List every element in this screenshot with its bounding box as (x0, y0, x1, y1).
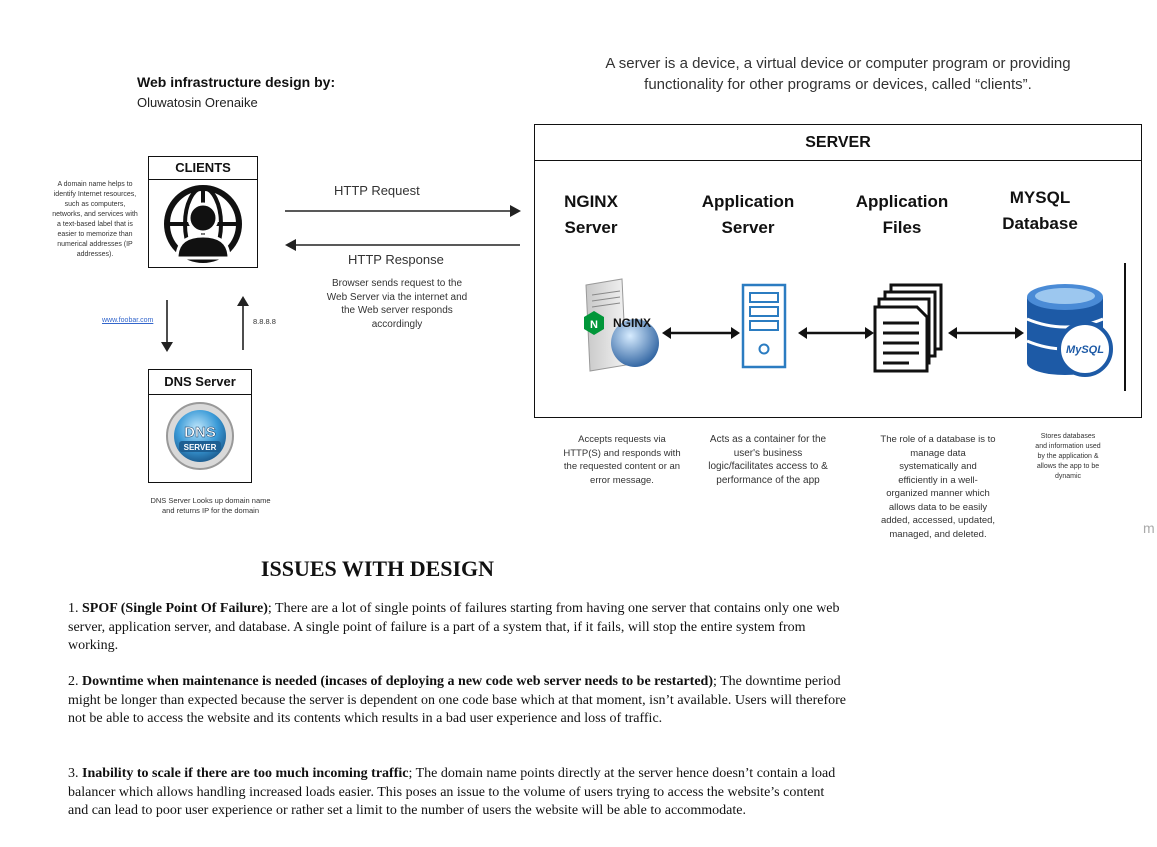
issue-downtime-number: 2. (68, 674, 82, 689)
issue-spof-body: ; There are a lot of single points of fa… (68, 601, 840, 653)
server-definition: A server is a device, a virtual device o… (605, 55, 1071, 93)
watermark: m (1143, 520, 1155, 536)
issue-spof-number: 1. (68, 601, 82, 616)
issue-scaling-number: 3. (68, 766, 82, 781)
server-right-divider (1124, 263, 1126, 391)
dns-note: DNS Server Looks up domain name and retu… (150, 496, 271, 515)
mysql-database-heading: MYSQL Database (975, 185, 1105, 237)
issue-downtime-body: ; The downtime period might be longer th… (68, 674, 847, 726)
nginx-server-heading: NGINX Server (545, 189, 637, 241)
app-files-heading-line1: Application (855, 192, 949, 211)
app-server-heading-line1: Application (701, 192, 795, 211)
user-globe-icon (164, 185, 242, 263)
mysql-logo-text: MySQL (1066, 344, 1104, 356)
clients-title: CLIENTS (149, 157, 257, 180)
nginx-heading-line1: NGINX (564, 192, 618, 211)
issue-scaling-heading: Inability to scale if there are too much… (82, 766, 409, 781)
http-note: Browser sends request to the Web Server … (326, 278, 468, 330)
app-files-note: The role of a database is to manage data… (880, 434, 996, 540)
nginx-note: Accepts requests via HTTP(S) and respond… (563, 434, 681, 486)
app-server-icon (741, 283, 787, 369)
mysql-heading-line2: Database (1002, 214, 1078, 233)
dns-badge-line2: SERVER (184, 443, 217, 452)
app-files-heading-line2: Files (882, 218, 922, 237)
ip-address-label: 8.8.8.8 (253, 317, 276, 326)
application-files-heading: Application Files (837, 189, 967, 241)
component-arrows (662, 327, 1024, 339)
issue-scaling: 3. Inability to scale if there are too m… (68, 765, 848, 821)
nginx-server-icon: N NGINX (584, 278, 659, 372)
server-title: SERVER (535, 125, 1141, 161)
http-response-label: HTTP Response (348, 252, 444, 267)
nginx-heading-line2: Server (564, 218, 618, 237)
issue-spof-heading: SPOF (Single Point Of Failure) (82, 601, 268, 616)
issue-downtime-heading: Downtime when maintenance is needed (inc… (82, 674, 713, 689)
mysql-note: Stores databases and information used by… (1035, 433, 1101, 480)
dns-server-badge-icon: DNS SERVER (166, 402, 234, 470)
app-server-note: Acts as a container for the user's busin… (708, 434, 828, 486)
dns-server-box: DNS Server DNS SERVER (148, 369, 252, 483)
http-arrows (285, 205, 521, 251)
application-server-heading: Application Server (683, 189, 813, 241)
issue-scaling-body: ; The domain name points directly at the… (68, 766, 836, 818)
dns-arrows (161, 296, 249, 352)
issue-downtime: 2. Downtime when maintenance is needed (… (68, 673, 848, 729)
nginx-logo-letter: N (590, 319, 598, 331)
issue-spof: 1. SPOF (Single Point Of Failure); There… (68, 600, 848, 656)
app-server-heading-line2: Server (721, 218, 775, 237)
diagram-title: Web infrastructure design by: (137, 74, 336, 90)
dns-server-title: DNS Server (149, 370, 251, 395)
clients-box: CLIENTS (148, 156, 258, 268)
dns-badge-line1: DNS (184, 424, 216, 441)
issues-title: ISSUES WITH DESIGN (260, 556, 495, 581)
files-icon (873, 283, 943, 373)
author-name: Oluwatosin Orenaike (137, 95, 258, 110)
http-request-label: HTTP Request (334, 183, 420, 198)
nginx-logo-text: NGINX (613, 316, 651, 330)
mysql-database-icon: MySQL (1026, 284, 1113, 377)
server-box: SERVER NGINX Server Application Server A… (534, 124, 1142, 418)
domain-link[interactable]: www.foobar.com (102, 317, 154, 324)
mysql-heading-line1: MYSQL (1009, 188, 1071, 207)
domain-name-note: A domain name helps to identify Internet… (52, 181, 138, 258)
